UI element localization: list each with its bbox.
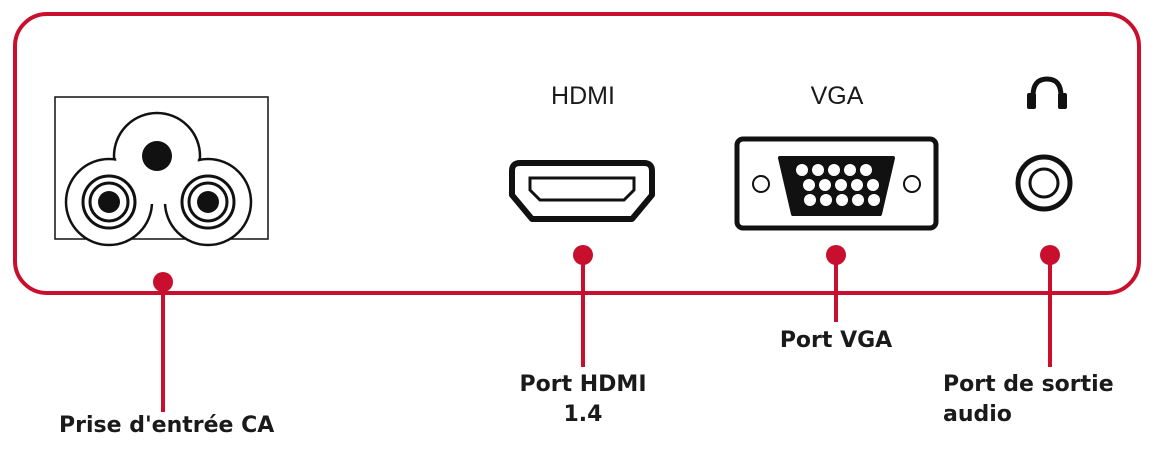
headphones-icon <box>1027 76 1067 109</box>
vga-callout-pointer <box>826 245 846 322</box>
audio-jack-icon <box>1015 154 1073 212</box>
ac-power-socket-icon <box>54 96 269 247</box>
ac-input-label: Prise d'entrée CA <box>59 413 275 438</box>
audio-label-line2: audio <box>943 402 1012 427</box>
hdmi-label-line2: 1.4 <box>563 402 603 427</box>
vga-title: VGA <box>810 82 864 110</box>
audio-label-line1: Port de sortie <box>943 372 1114 397</box>
audio-label: Port de sortie audio <box>943 370 1143 430</box>
hdmi-label-line1: Port HDMI <box>519 372 647 397</box>
vga-label: Port VGA <box>779 328 893 353</box>
connector-panel <box>13 12 1141 295</box>
audio-callout-pointer <box>1040 245 1060 367</box>
hdmi-port-icon <box>509 160 655 222</box>
hdmi-title: HDMI <box>551 82 615 110</box>
hdmi-label: Port HDMI 1.4 <box>483 370 683 430</box>
ac-callout-pointer <box>153 272 173 412</box>
hdmi-callout-pointer <box>573 245 593 367</box>
vga-port-icon <box>734 136 939 231</box>
